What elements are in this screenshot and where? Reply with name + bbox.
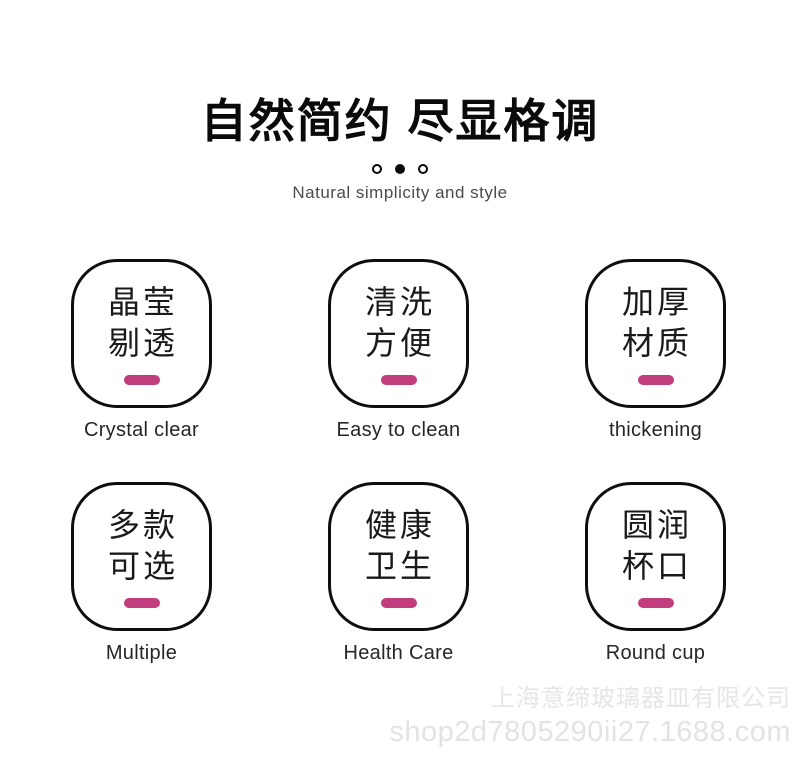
feature-cjk-text: 晶莹 剔透 [105, 282, 178, 364]
feature-cjk-line1: 多款 [107, 506, 178, 543]
feature-badge: 晶莹 剔透 [71, 258, 212, 408]
feature-cjk-line2: 杯口 [621, 547, 692, 584]
feature-card-thickening: 加厚 材质 thickening [527, 258, 784, 442]
feature-cjk-line2: 剔透 [107, 324, 178, 361]
accent-dash [637, 374, 674, 385]
feature-cjk-text: 清洗 方便 [362, 282, 435, 364]
accent-dash [380, 597, 417, 608]
feature-caption: Health Care [343, 641, 454, 664]
feature-badge: 多款 可选 [71, 481, 212, 631]
feature-cjk-line1: 加厚 [621, 283, 692, 320]
feature-cjk-text: 多款 可选 [105, 505, 178, 587]
feature-cjk-text: 圆润 杯口 [619, 505, 692, 587]
watermark-company: 上海意缔玻璃器皿有限公司 [491, 685, 791, 712]
accent-dash [123, 374, 160, 385]
feature-badge: 健康 卫生 [328, 481, 469, 631]
feature-cjk-line2: 卫生 [364, 547, 435, 584]
watermark-url: shop2d7805290ii27.1688.com [389, 716, 791, 748]
feature-caption: Easy to clean [336, 418, 461, 441]
feature-caption: Crystal clear [83, 418, 200, 441]
page-title: 自然简约 尽显格调 [200, 95, 600, 147]
feature-card-easy-to-clean: 清洗 方便 Easy to clean [270, 258, 527, 442]
pagination-dots [0, 163, 800, 174]
feature-cjk-line1: 清洗 [364, 283, 435, 320]
feature-card-crystal-clear: 晶莹 剔透 Crystal clear [13, 258, 270, 442]
banner-header: 自然简约 尽显格调 Natural simplicity and style [0, 0, 800, 203]
feature-badge: 清洗 方便 [328, 258, 469, 408]
feature-cjk-line1: 圆润 [621, 506, 692, 543]
page-subtitle: Natural simplicity and style [292, 182, 508, 202]
feature-badge: 圆润 杯口 [585, 481, 726, 631]
feature-grid: 晶莹 剔透 Crystal clear 清洗 方便 Easy to clean … [13, 258, 785, 665]
pagination-dot-2-active [395, 163, 405, 174]
feature-cjk-line2: 可选 [107, 547, 178, 584]
feature-cjk-text: 健康 卫生 [362, 505, 435, 587]
feature-card-round-cup: 圆润 杯口 Round cup [527, 481, 784, 665]
accent-dash [380, 374, 417, 385]
feature-caption: Round cup [605, 641, 706, 664]
feature-cjk-line1: 健康 [364, 506, 435, 543]
feature-caption: thickening [608, 418, 703, 441]
accent-dash [637, 597, 674, 608]
feature-cjk-line2: 方便 [364, 324, 435, 361]
watermark: 上海意缔玻璃器皿有限公司 shop2d7805290ii27.1688.com [389, 684, 791, 750]
accent-dash [123, 597, 160, 608]
feature-cjk-line2: 材质 [621, 324, 692, 361]
feature-card-multiple: 多款 可选 Multiple [13, 481, 270, 665]
pagination-dot-1 [372, 163, 382, 174]
feature-badge: 加厚 材质 [585, 258, 726, 408]
feature-cjk-text: 加厚 材质 [619, 282, 692, 364]
feature-cjk-line1: 晶莹 [107, 283, 178, 320]
pagination-dot-3 [418, 163, 428, 174]
feature-caption: Multiple [105, 641, 178, 664]
feature-card-health-care: 健康 卫生 Health Care [270, 481, 527, 665]
